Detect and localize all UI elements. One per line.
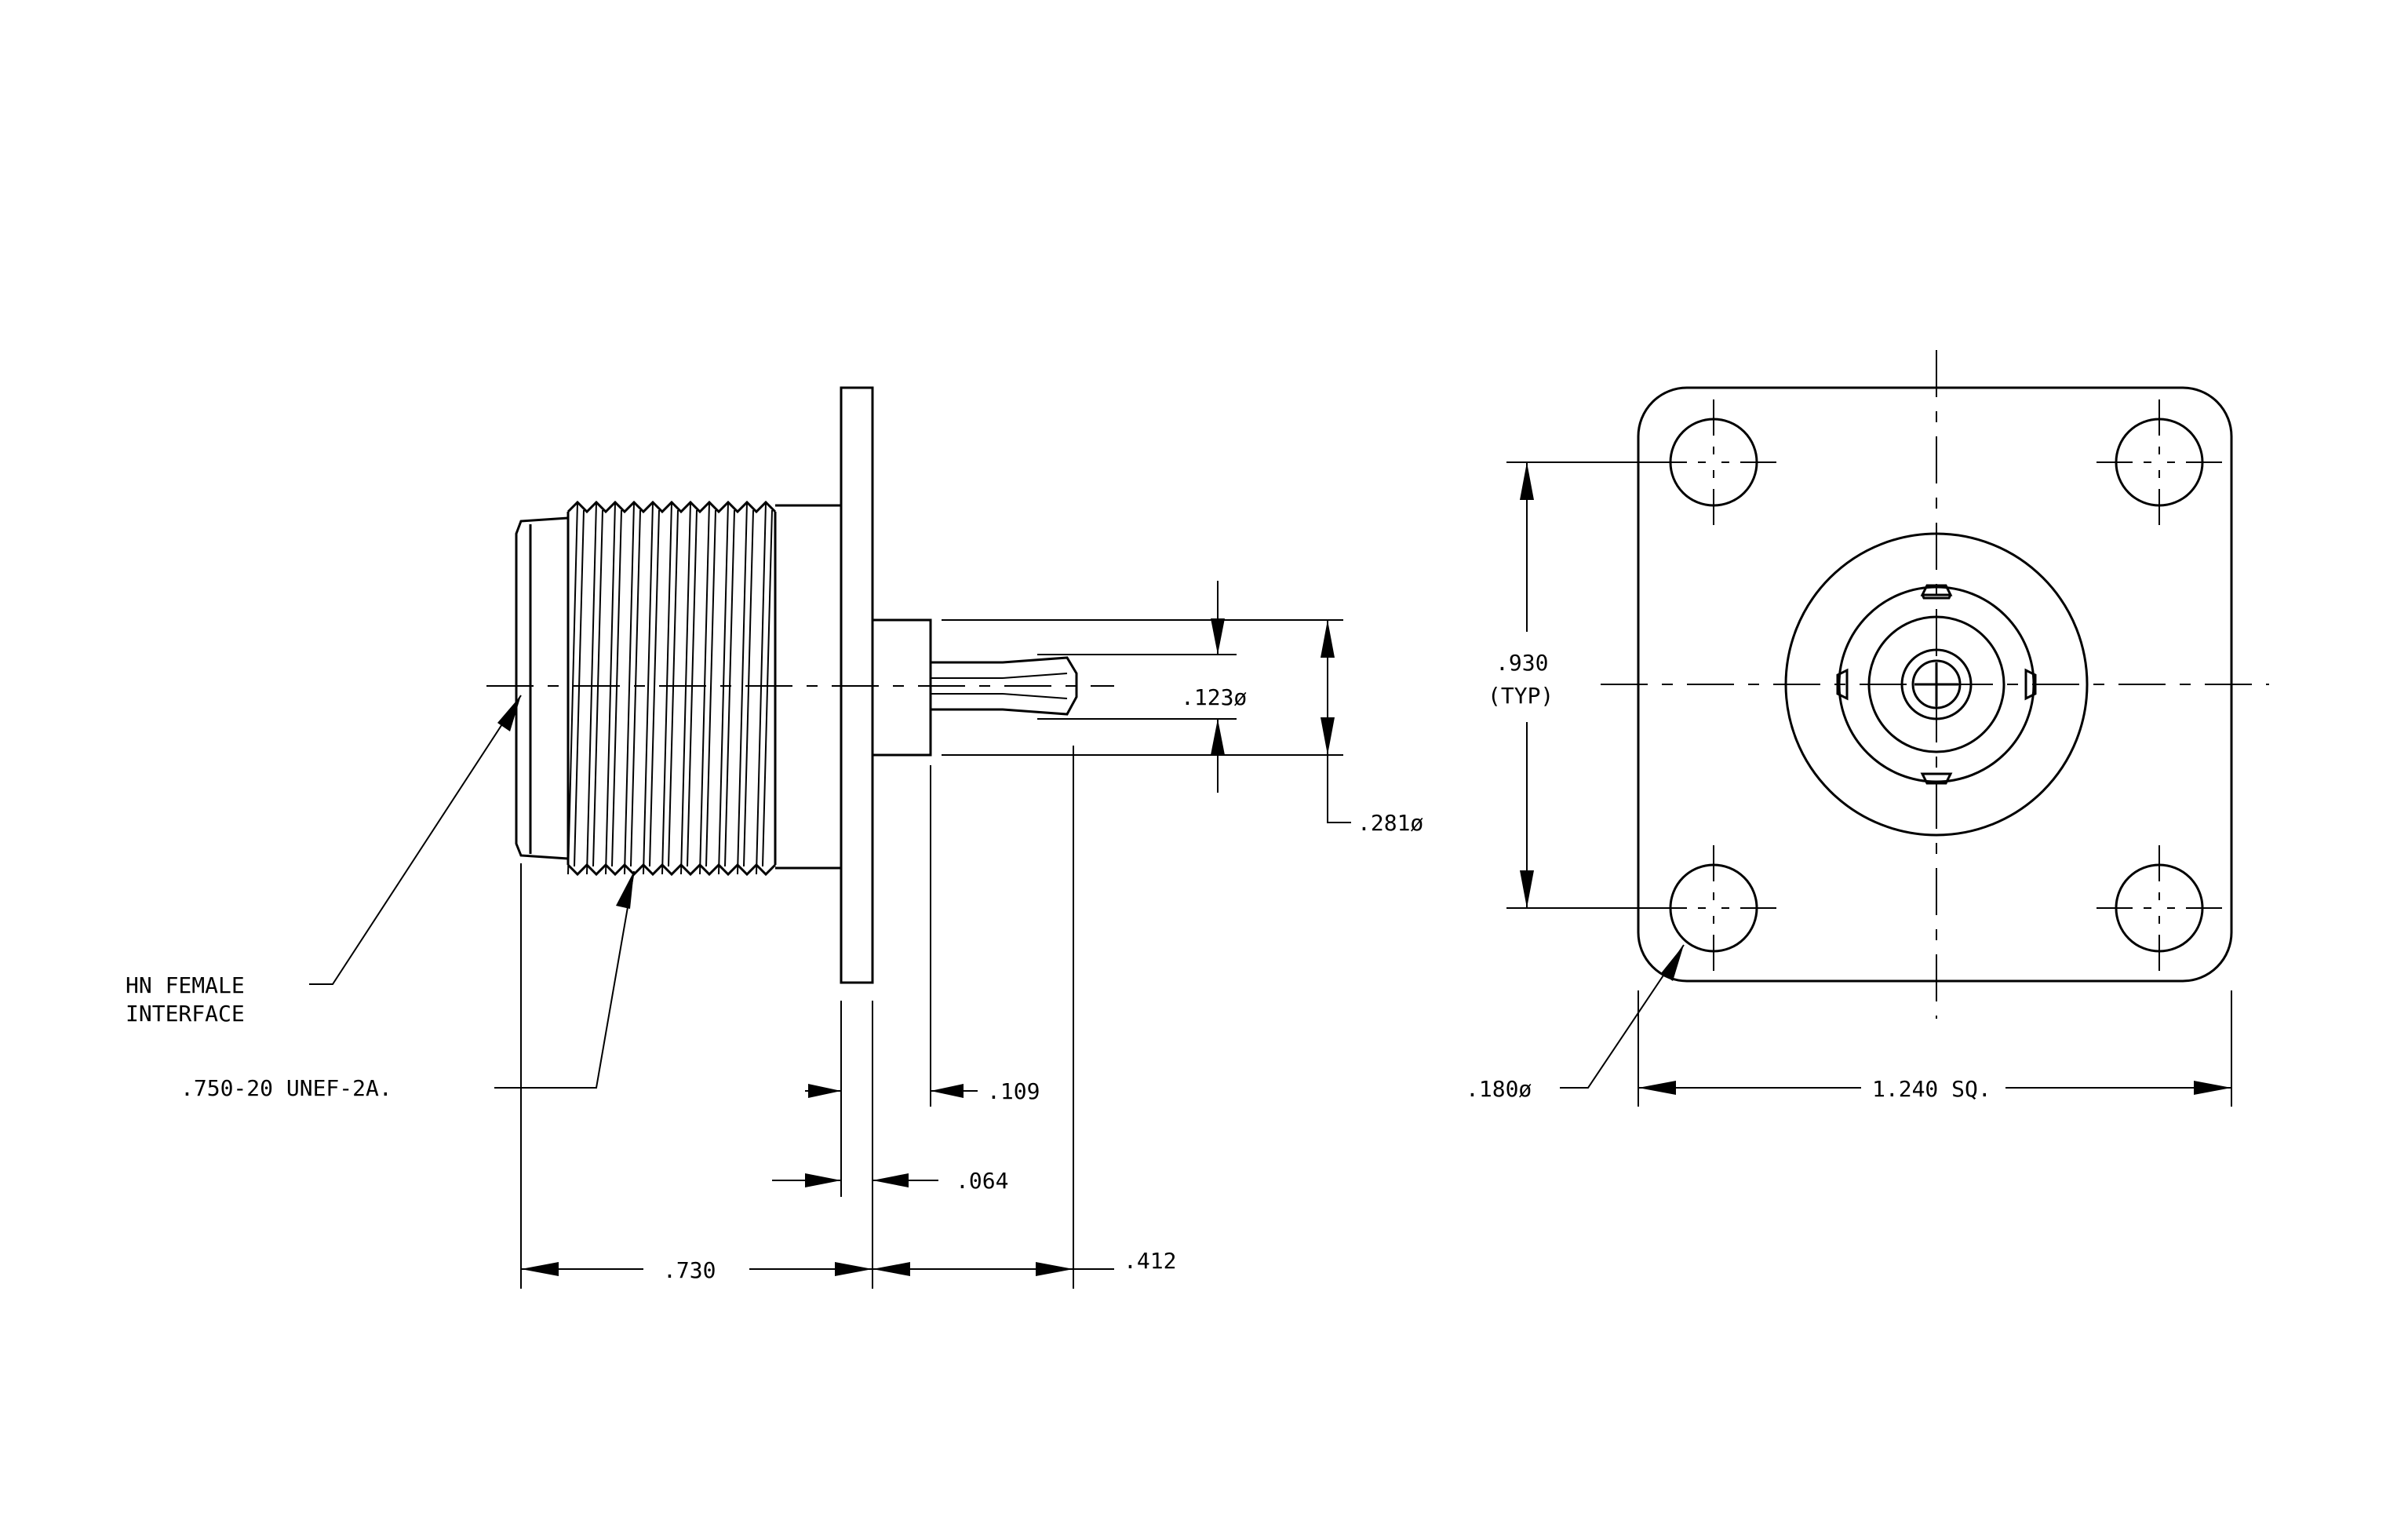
thread-label: .750-20 UNEF-2A. (180, 1075, 392, 1101)
tab-bottom (1920, 772, 1953, 785)
dim-pin-length: .412 (1124, 1248, 1176, 1274)
mount-hole-bottom-left (1649, 844, 1778, 972)
dim-hole-spacing: .930 (1495, 650, 1548, 676)
mount-hole-top-left (1649, 398, 1778, 527)
interface-label-line1: HN FEMALE (126, 972, 245, 998)
dim-boss-diameter: .281ø (1357, 810, 1423, 836)
tab-left (1836, 668, 1849, 701)
front-view: .930 (TYP) .180ø 1.240 SQ. (1466, 350, 2269, 1107)
dim-flange-thickness: .064 (956, 1168, 1008, 1194)
rear-boss (871, 618, 932, 757)
dim-overall-body: .730 (663, 1257, 716, 1283)
thread-helix (567, 502, 773, 875)
tab-top (1920, 584, 1953, 600)
tab-right (2024, 668, 2037, 701)
interface-label-line2: INTERFACE (126, 1001, 245, 1027)
mount-hole-bottom-right (2095, 844, 2224, 972)
dim-pin-step: .109 (987, 1078, 1040, 1104)
front-lip (515, 516, 570, 860)
dim-pin-diameter: .123ø (1181, 684, 1247, 710)
mount-hole-top-right (2095, 398, 2224, 527)
dim-hole-spacing-typ: (TYP) (1488, 683, 1554, 709)
dim-hole-diameter: .180ø (1466, 1076, 1532, 1102)
dim-flange-size: 1.240 SQ. (1872, 1076, 1991, 1102)
thread-bottom (566, 863, 777, 877)
side-view: HN FEMALE INTERFACE .750-20 UNEF-2A. .73… (126, 386, 1423, 1289)
